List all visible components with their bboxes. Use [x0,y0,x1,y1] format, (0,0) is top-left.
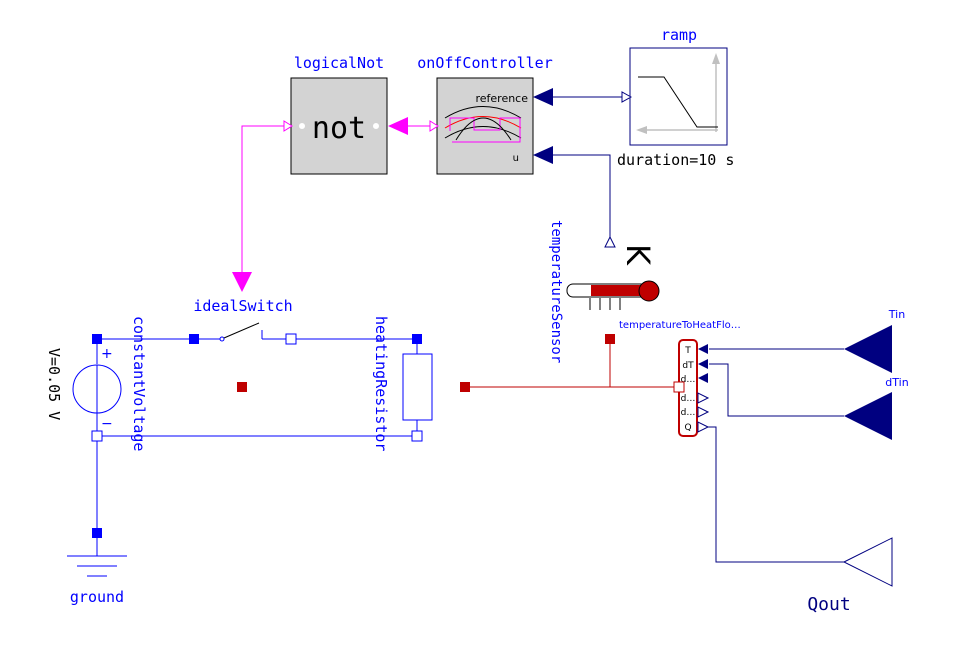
thf-port-label-t: T [684,346,691,356]
temperature-sensor-unit: K [619,244,657,266]
temperature-to-heat-flow-block[interactable]: temperatureToHeatFlo… T dT d… d… d… Q [619,320,741,437]
constant-voltage-plus: + [101,346,113,362]
ramp-y-axis-arrow [712,53,720,64]
ideal-switch-contact [219,336,225,342]
onoff-controller-block[interactable]: onOffController reference u [417,54,553,175]
tin-name: Tin [888,308,905,321]
logical-not-block[interactable]: logicalNot not [283,54,408,175]
constant-voltage-block[interactable]: + − constantVoltage V=0.05 V [45,316,148,451]
temperature-sensor-block[interactable]: temperatureSensor K [548,220,660,363]
qout-name: Qout [807,594,850,615]
onoff-controller-name: onOffController [417,54,552,72]
real-wire-sensor-to-u[interactable] [553,154,611,238]
connections [96,96,844,563]
ground-block[interactable]: ground [67,528,127,606]
logical-not-name: logicalNot [294,54,384,72]
thf-port-label-d3: d… [681,408,696,418]
heating-resistor-name: heatingResistor [372,316,390,451]
thf-input-d-connector[interactable] [698,373,708,383]
onoff-reference-label: reference [475,92,528,105]
ramp-output-connector[interactable] [621,91,633,103]
onoff-output-bar [449,117,521,143]
thf-port-label-dt: dT [682,361,694,371]
constant-voltage-minus: − [101,416,113,432]
thf-heat-port[interactable] [673,381,685,393]
ideal-switch-blade [223,322,260,339]
thf-output-d2-connector[interactable] [697,406,710,418]
ideal-switch-heat-port[interactable] [237,382,247,392]
onoff-rings [455,117,512,141]
sensor-mercury [591,285,647,296]
ideal-switch-name: idealSwitch [193,297,292,315]
sensor-bulb [638,280,660,302]
ideal-switch-control-connector[interactable] [232,272,252,292]
thf-input-dt-connector[interactable] [698,359,708,369]
dtin-connector[interactable] [844,392,892,440]
constant-voltage-name: constantVoltage [130,316,148,451]
onoff-u-connector[interactable] [533,146,553,164]
dtin-name: dTin [885,376,908,389]
onoff-hysteresis-curve-top [444,106,522,119]
heating-resistor-block[interactable]: heatingResistor [372,316,470,451]
real-wire-dtin[interactable] [709,363,844,417]
constant-voltage-parameter: V=0.05 V [45,348,63,420]
ground-pin[interactable] [92,528,102,538]
temperature-to-heat-flow-name: temperatureToHeatFlo… [619,320,741,331]
tin-input-block[interactable]: Tin [844,308,905,373]
qout-output-block[interactable]: Qout [807,537,893,615]
temperature-sensor-output-connector[interactable] [604,235,616,248]
thf-input-t-connector[interactable] [698,344,708,354]
thf-output-d1-connector[interactable] [697,392,710,404]
logical-not-input-connector[interactable] [388,117,408,135]
ramp-parameter: duration=10 s [617,151,734,169]
ideal-switch-pin-n[interactable] [285,333,297,345]
onoff-u-label: u [513,153,519,164]
dtin-input-block[interactable]: dTin [844,376,909,440]
constant-voltage-pin-n[interactable] [91,430,103,442]
heating-resistor-body [402,353,433,421]
heating-resistor-pin-p[interactable] [412,334,422,344]
temperature-sensor-name: temperatureSensor [548,220,564,363]
tin-connector[interactable] [844,325,892,373]
ramp-name: ramp [661,26,697,44]
ramp-x-axis-arrow [636,126,647,134]
onoff-output-connector[interactable] [429,120,439,132]
boolean-wire-not-to-switch[interactable] [241,125,286,272]
temperature-sensor-heat-port[interactable] [605,334,615,344]
logical-not-output-connector[interactable] [283,120,293,132]
real-wire-qout[interactable] [707,426,844,563]
thf-output-q-connector[interactable] [697,421,710,433]
logical-not-output-dot [373,123,379,129]
onoff-hysteresis-curve-low [444,126,522,139]
thf-port-label-q: Q [684,423,691,433]
constant-voltage-pin-p[interactable] [92,334,102,344]
ramp-block[interactable]: ramp duration=10 s [617,26,734,169]
thf-port-label-d2: d… [681,394,696,404]
onoff-reference-connector[interactable] [533,88,553,106]
thf-port-label-d1: d… [681,375,696,385]
ground-name: ground [70,588,124,606]
ideal-switch-block[interactable]: idealSwitch [189,272,297,392]
onoff-hysteresis-curve-mid [444,116,522,129]
heating-resistor-heat-port[interactable] [460,382,470,392]
heating-resistor-pin-n[interactable] [411,430,423,442]
ramp-curve [638,76,718,128]
logical-not-input-dot [299,123,305,129]
ideal-switch-pin-p[interactable] [189,334,199,344]
qout-connector[interactable] [842,537,893,587]
logical-not-text: not [312,111,366,146]
